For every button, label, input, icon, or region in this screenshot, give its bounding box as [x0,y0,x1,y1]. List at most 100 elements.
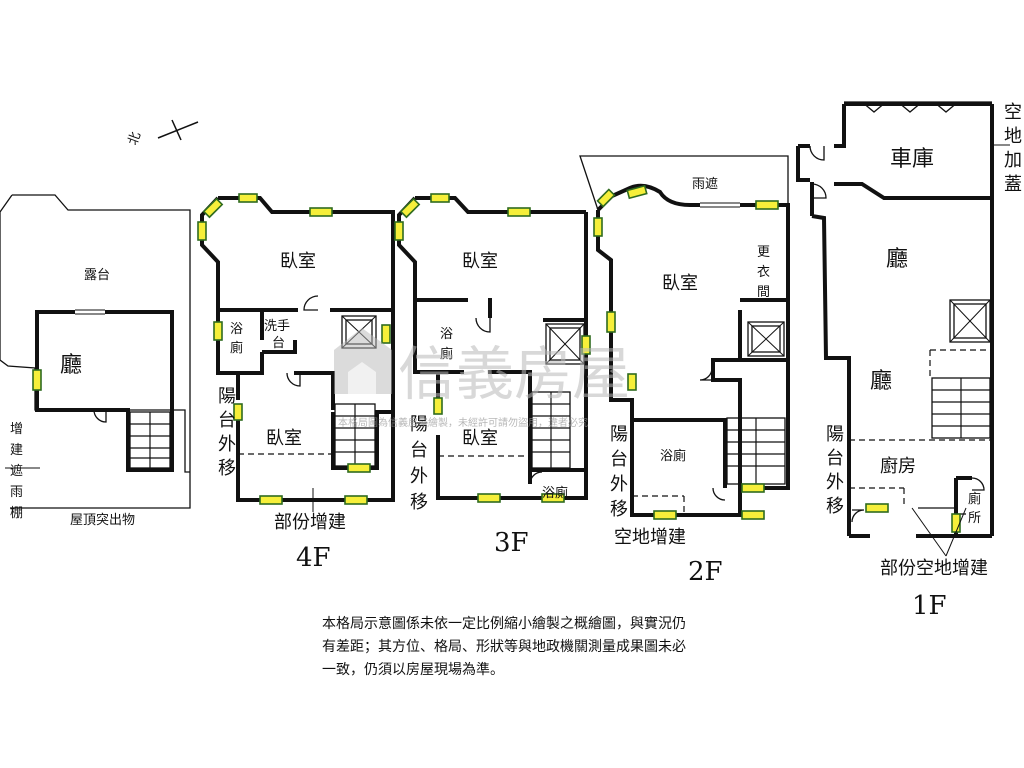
1f-stairs [931,377,991,439]
3f-balcony-char-1: 陽 [410,414,428,435]
roof-side-char-2: 建 [10,443,23,458]
roof-caption: 屋頂突出物 [70,512,135,528]
2f-stairs [726,417,786,485]
compass-label: 北 [126,130,145,147]
window [541,493,565,503]
floor-3f-plan: 臥室 浴 廁 陽 台 外 移 臥室 浴廁 3F [394,193,591,558]
roof-hall-label: 廳 [60,353,82,378]
window [865,503,889,513]
1f-balcony-char-3: 外 [826,472,844,493]
window [233,403,243,421]
4f-balcony-char-4: 移 [218,458,236,479]
window [259,495,283,505]
4f-caption: 部份增建 [274,512,346,533]
roof-side-char-3: 遮 [10,463,23,479]
1f-side-char-4: 蓋 [1004,174,1022,195]
1f-floor-label: 1F [912,591,947,621]
3f-bath-char-2: 廁 [440,346,453,362]
3f-bath-char-1: 浴 [440,327,453,342]
disclaimer-line-3: 一致，仍須以房屋現場為準。 [322,662,504,678]
4f-bath-char-1: 浴 [230,322,243,337]
2f-balcony-char-1: 陽 [610,424,628,445]
3f-bedroom-top-label: 臥室 [462,251,498,272]
window [433,397,443,415]
disclaimer: 本格局示意圖係未依一定比例縮小繪製之概繪圖，與實況仍 有差距；其方位、格局、形狀… [322,615,686,678]
roof-side-char-1: 增 [10,422,23,437]
compass: 北 [126,119,199,147]
2f-bedroom-label: 臥室 [662,273,698,294]
1f-balcony-char-4: 移 [826,496,844,517]
4f-wash-char-2: 台 [272,336,285,351]
3f-bath-bottom-label: 浴廁 [542,485,568,501]
window [627,373,637,391]
window [344,495,368,505]
window [213,321,223,341]
window [309,207,333,217]
1f-garage-label: 車庫 [890,147,934,172]
3f-floor-label: 3F [494,528,529,558]
floor-1f-plan: 車庫 空 地 加 蓋 廳 廳 陽 台 外 移 廚房 廁 所 部份空地增建 1F [796,101,1022,621]
4f-bedroom-bottom-label: 臥室 [266,428,302,449]
roof-side-char-5: 棚 [10,506,23,521]
4f-balcony-char-3: 外 [218,434,236,455]
window [399,197,421,219]
3f-balcony-char-3: 外 [410,466,428,487]
2f-bath-label: 浴廁 [660,448,686,464]
floor-2f-plan: 雨遮 臥室 更 衣 間 陽 台 外 移 浴廁 空地增建 2F [579,155,790,587]
window [238,193,258,203]
window [606,311,616,333]
window [951,513,961,533]
watermark-line: 本格局圖為信義房屋繪製，未經許可請勿盜用，違者必究 [338,416,588,429]
window [477,493,501,503]
window [202,197,224,219]
3f-balcony-char-2: 台 [410,440,428,461]
window [32,369,42,391]
roof-stairs [129,411,171,469]
2f-closet-char-3: 間 [757,285,770,300]
window [197,221,207,241]
1f-toilet-char-2: 所 [968,511,981,526]
3f-stairs [531,391,571,469]
2f-floor-label: 2F [688,557,723,587]
window [507,207,531,217]
1f-kitchen-label: 廚房 [880,455,916,477]
4f-balcony-char-2: 台 [218,410,236,431]
window [593,217,603,237]
window [381,324,391,344]
roof-side-char-4: 雨 [10,485,23,500]
disclaimer-line-2: 有差距；其方位、格局、形狀等與地政機關測量成果圖未必 [322,638,686,655]
window [741,510,765,520]
3f-balcony-char-4: 移 [410,492,428,513]
window [653,510,677,520]
disclaimer-line-1: 本格局示意圖係未依一定比例縮小繪製之概繪圖，與實況仍 [322,615,686,632]
3f-bedroom-bottom-label: 臥室 [462,428,498,449]
4f-floor-label: 4F [296,543,331,573]
1f-side-char-3: 加 [1004,150,1022,171]
4f-balcony-char-1: 陽 [218,386,236,407]
window [394,221,404,241]
1f-caption: 部份空地增建 [880,558,988,579]
floor-4f-plan: 臥室 浴 廁 洗手 台 陽 台 外 移 臥室 部份增建 4F [197,193,395,573]
window [347,463,371,473]
terrace-label: 露台 [84,268,110,283]
1f-side-char-1: 空 [1004,102,1022,123]
2f-closet-char-1: 更 [757,245,770,260]
window [626,184,648,200]
2f-closet-char-2: 衣 [757,264,770,280]
window [430,193,450,203]
watermark-brand: 信義房屋 [398,340,630,408]
1f-toilet-char-1: 廁 [968,491,981,507]
2f-balcony-char-4: 移 [610,499,628,520]
2f-balcony-char-3: 外 [610,474,628,495]
window [741,483,765,493]
1f-balcony-char-2: 台 [826,448,844,469]
1f-balcony-char-1: 陽 [826,424,844,445]
watermark: 信義房屋 本格局圖為信義房屋繪製，未經許可請勿盜用，違者必究 [334,328,630,429]
roof-plan: 露台 廳 增 建 遮 雨 棚 屋頂突出物 [0,194,191,528]
window [596,188,616,208]
4f-bath-char-2: 廁 [230,340,243,356]
1f-side-char-2: 地 [1004,126,1022,147]
2f-balcony-char-2: 台 [610,449,628,470]
1f-hall-bottom-label: 廳 [870,369,892,394]
